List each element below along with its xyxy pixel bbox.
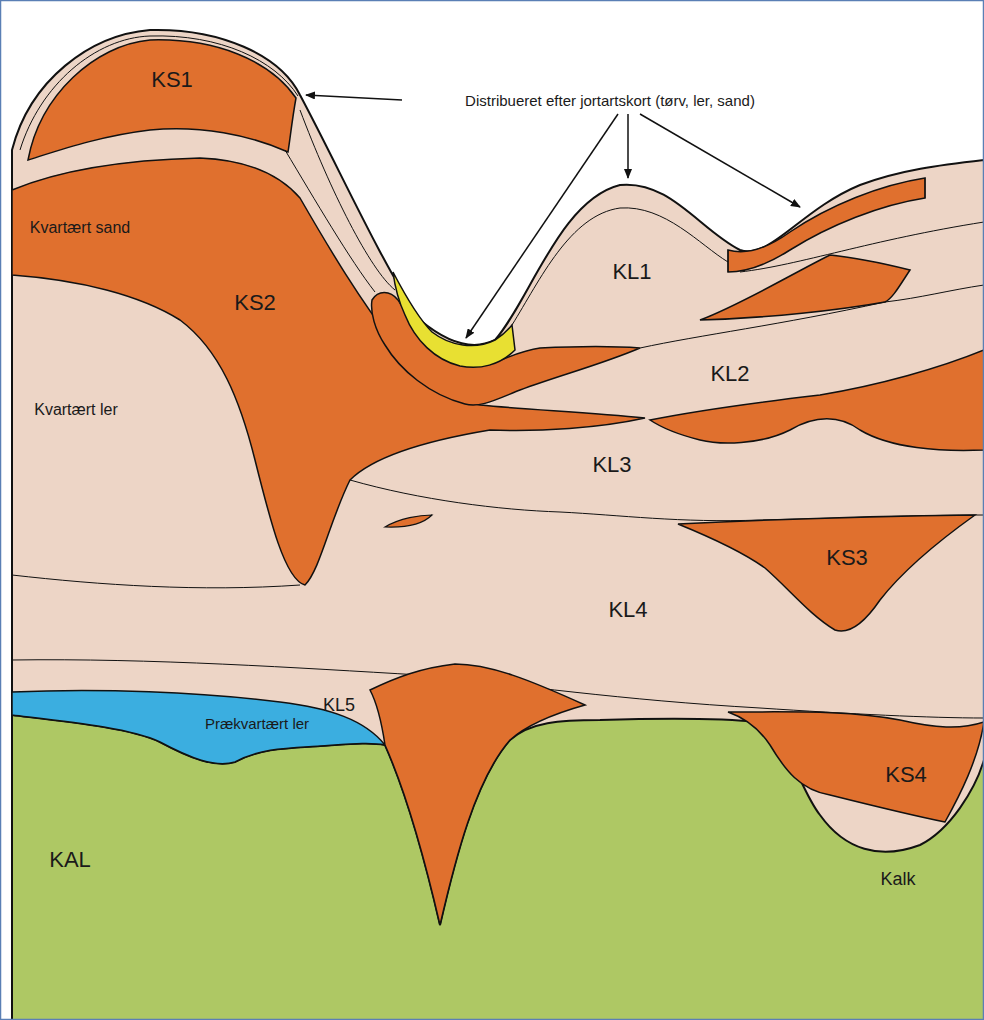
sand-body	[678, 515, 975, 631]
unit-label: KL2	[710, 362, 749, 386]
callout-note: Distribueret efter jortartskort (tørv, l…	[462, 92, 758, 111]
sand-body	[370, 664, 585, 925]
unit-label: Kvartært sand	[30, 219, 130, 237]
sand-body	[28, 40, 296, 160]
sand-body	[385, 515, 432, 527]
leader-arrow	[306, 95, 402, 100]
surface-deposit	[393, 272, 515, 367]
unit-label: KS2	[234, 291, 276, 315]
sand-body	[728, 712, 984, 822]
clay-ground	[12, 30, 984, 1020]
unit-label: Prækvartært ler	[205, 716, 309, 733]
unit-label: KAL	[49, 848, 91, 872]
sand-body	[650, 350, 984, 450]
unit-label: Kvartært ler	[34, 401, 118, 419]
unit-label: KL1	[612, 260, 651, 284]
unit-label: KS3	[826, 546, 868, 570]
unit-label: KL4	[608, 598, 647, 622]
sand-body	[700, 255, 910, 320]
clay-body	[12, 690, 385, 763]
leader-arrow	[640, 114, 800, 207]
unit-label: KS1	[151, 68, 193, 92]
unit-label: KL3	[592, 453, 631, 477]
unit-label: Kalk	[880, 870, 915, 890]
unit-label: KL5	[323, 696, 355, 716]
leader-arrow	[627, 114, 629, 178]
leader-arrow	[466, 114, 618, 338]
unit-label: KS4	[885, 763, 927, 787]
